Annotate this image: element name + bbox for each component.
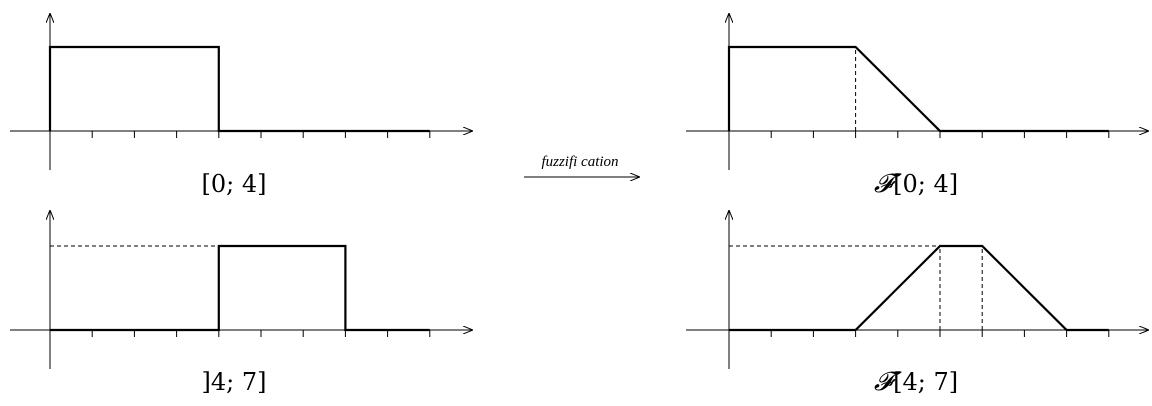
plot-fuzzy-0-4 (686, 14, 1148, 170)
membership-function (727, 45, 1109, 133)
membership-function (48, 45, 430, 133)
label-crisp-4-7: ]4; 7] (202, 368, 267, 396)
label-fuzzy-0-4: 𝓕[0; 4] (874, 169, 958, 199)
label-fuzzy-4-7: 𝓕[4; 7] (874, 367, 958, 397)
plot-fuzzy-4-7 (686, 211, 1148, 369)
fuzzification-arrow: fuzzifi cation (524, 154, 639, 177)
plot-crisp-0-4 (10, 14, 472, 170)
fuzzification-arrow-label: fuzzifi cation (541, 154, 618, 170)
plot-crisp-4-7 (10, 211, 472, 369)
label-crisp-0-4: [0; 4] (202, 170, 267, 198)
membership-function (50, 244, 430, 332)
membership-function (729, 244, 1109, 332)
